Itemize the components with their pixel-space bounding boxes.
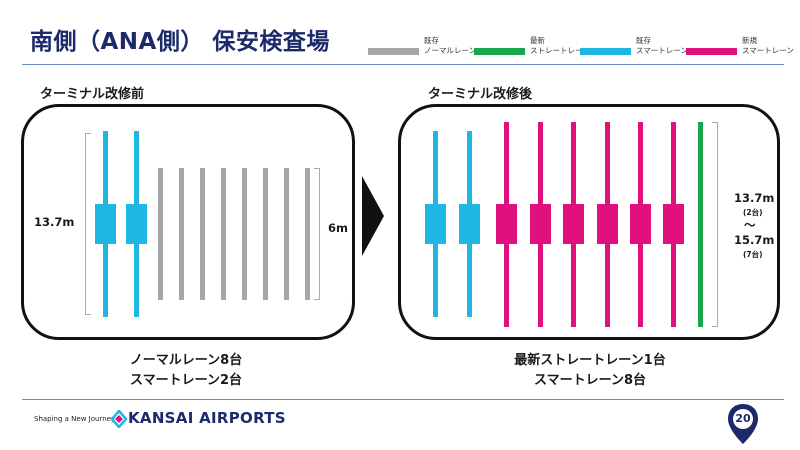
new-smart-lane-scanner xyxy=(663,204,684,244)
page-title: 南側（ANA側） 保安検査場 xyxy=(30,29,330,55)
dimension-note-max: (7台) xyxy=(743,250,763,259)
before-layout-panel: 13.7m 6m xyxy=(21,104,355,340)
before-caption: ノーマルレーン8台 スマートレーン2台 xyxy=(129,353,243,388)
dimension-note-min: (2台) xyxy=(743,208,763,217)
dimension-range-tilde: ～ xyxy=(744,218,756,232)
legend-swatch-new-smart xyxy=(686,48,737,55)
legend-swatch-smart xyxy=(580,48,631,55)
smart-lane-scanner xyxy=(459,204,480,244)
normal-lane xyxy=(179,168,184,300)
new-smart-lane-scanner xyxy=(530,204,551,244)
normal-lane xyxy=(242,168,247,300)
dimension-label-right: 6m xyxy=(328,221,348,235)
legend-label: 既存スマートレーン xyxy=(636,36,688,55)
smart-lane-scanner xyxy=(126,204,147,244)
legend-label: 最新ストレートレーン xyxy=(530,36,590,55)
dimension-label-max: 15.7m xyxy=(734,233,775,247)
dimension-label-min: 13.7m xyxy=(734,191,775,205)
after-heading: ターミナル改修後 xyxy=(428,87,533,102)
smart-lane-scanner xyxy=(95,204,116,244)
page-number: 20 xyxy=(735,412,751,425)
normal-lane xyxy=(158,168,163,300)
new-smart-lane-scanner xyxy=(496,204,517,244)
legend-item-straight-lane: 最新ストレートレーン xyxy=(474,36,590,64)
straight-lane xyxy=(698,122,703,327)
arrow-right-icon xyxy=(362,176,384,256)
footer-tagline: Shaping a New Journey xyxy=(34,415,116,423)
new-smart-lane-scanner xyxy=(630,204,651,244)
before-heading: ターミナル改修前 xyxy=(40,87,145,102)
kansai-airports-logo-icon xyxy=(110,410,128,428)
legend-item-smart-lane: 既存スマートレーン xyxy=(580,36,690,64)
company-logo-text: KANSAI AIRPORTS xyxy=(128,409,286,427)
normal-lane xyxy=(263,168,268,300)
normal-lane xyxy=(284,168,289,300)
legend-item-new-smart-lane: 新規スマートレーン xyxy=(686,36,794,64)
dimension-label-left: 13.7m xyxy=(34,215,75,229)
dimension-bracket-left xyxy=(85,133,91,315)
legend-swatch-straight xyxy=(474,48,525,55)
after-layout-panel: 13.7m (2台) ～ 15.7m (7台) xyxy=(398,104,780,340)
title-divider xyxy=(22,64,784,65)
new-smart-lane-scanner xyxy=(563,204,584,244)
normal-lane xyxy=(305,168,310,300)
legend-label: 既存ノーマルレーン xyxy=(424,36,477,55)
normal-lane xyxy=(221,168,226,300)
dimension-bracket xyxy=(712,122,718,327)
page-number-pin-icon xyxy=(728,404,758,444)
normal-lane xyxy=(200,168,205,300)
legend-swatch-normal xyxy=(368,48,419,55)
legend-item-normal-lane: 既存ノーマルレーン xyxy=(368,36,478,64)
after-caption: 最新ストレートレーン1台 スマートレーン8台 xyxy=(514,353,666,388)
smart-lane-scanner xyxy=(425,204,446,244)
footer-divider xyxy=(22,399,784,400)
legend-label: 新規スマートレーン xyxy=(742,36,794,55)
dimension-bracket-right xyxy=(314,168,320,300)
new-smart-lane-scanner xyxy=(597,204,618,244)
